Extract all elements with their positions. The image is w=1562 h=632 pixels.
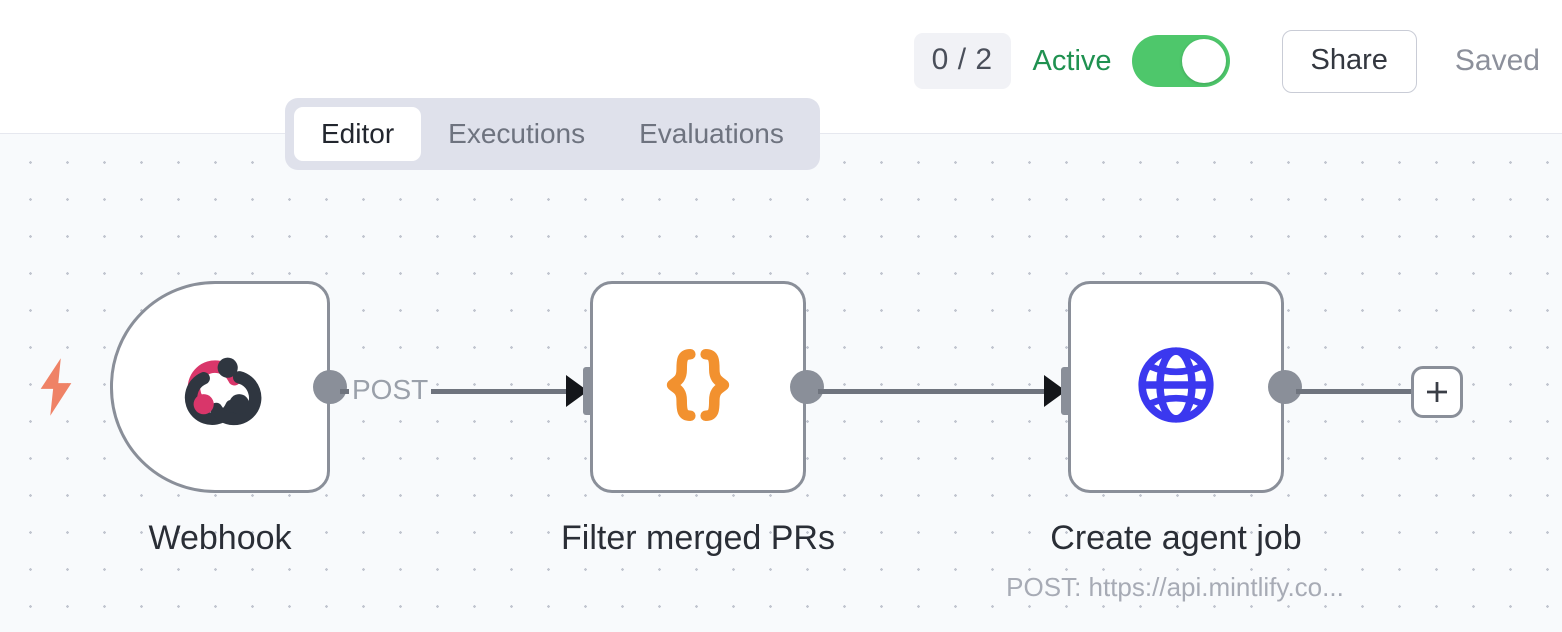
node-http-box[interactable] [1068,281,1284,493]
node-webhook-title: Webhook [148,519,292,557]
active-toggle[interactable] [1131,35,1230,87]
code-braces-icon [650,337,746,438]
execution-count-badge: 0 / 2 [913,33,1011,89]
editor-tabbar: Editor Executions Evaluations [285,98,820,170]
toggle-knob [1181,39,1226,83]
header-actions: 0 / 2 Active Share Saved [913,26,1540,96]
connection-arrowhead [1044,375,1066,407]
connection-line [818,389,1055,394]
node-http-subtitle: POST: https://api.mintlify.co... [1006,572,1344,602]
lightning-bolt-icon [33,356,79,418]
share-button[interactable]: Share [1281,29,1417,93]
workflow-canvas[interactable]: Webhook POST Filter merged PRs [0,134,1562,632]
node-http-title: Create agent job [1050,519,1302,557]
active-status-label: Active [1032,44,1112,77]
node-filter-box[interactable] [590,281,806,493]
node-filter-output-port[interactable] [790,370,824,404]
node-webhook-box[interactable] [110,281,330,493]
add-node-button[interactable] [1411,366,1463,418]
node-webhook-output-port[interactable] [313,370,347,404]
tab-evaluations[interactable]: Evaluations [639,118,784,149]
connection-label-post: POST [349,374,432,406]
tab-editor[interactable]: Editor [294,107,422,161]
connection-arrowhead [566,375,588,407]
node-http-output-port[interactable] [1268,370,1302,404]
saved-status-label: Saved [1454,44,1540,77]
connection-line-to-add [1296,389,1412,394]
tab-executions[interactable]: Executions [448,118,586,149]
node-filter-title: Filter merged PRs [561,519,835,557]
webhook-icon [172,337,268,438]
connection-line [340,389,575,394]
globe-icon [1129,338,1223,437]
